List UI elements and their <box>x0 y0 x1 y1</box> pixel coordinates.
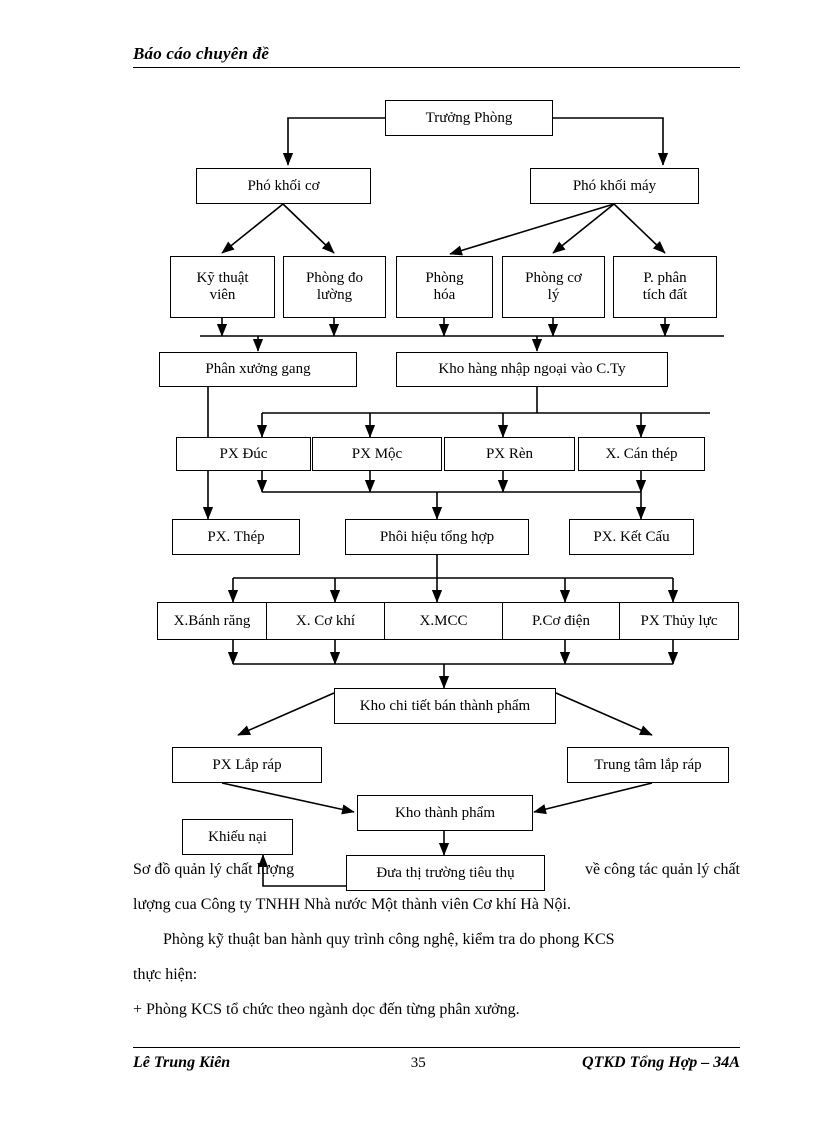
node-x-can-thep[interactable]: X. Cán thép <box>578 437 705 471</box>
header-title: Báo cáo chuyên đề <box>133 44 270 63</box>
node-phong-hoa[interactable]: Phòng hóa <box>396 256 493 318</box>
page-footer: Lê Trung Kiên 35 QTKD Tổng Hợp – 34A <box>133 1047 740 1072</box>
node-phoi-hieu-tong-hop[interactable]: Phôi hiệu tổng hợp <box>345 519 529 555</box>
paragraph-3: + Phòng KCS tổ chức theo ngành dọc đến t… <box>133 1001 520 1018</box>
node-x-co-khi[interactable]: X. Cơ khí <box>266 602 385 640</box>
footer-author: Lê Trung Kiên <box>133 1054 231 1071</box>
node-ky-thuat-vien[interactable]: Kỹ thuật viên <box>170 256 275 318</box>
node-trung-tam-lap-rap[interactable]: Trung tâm lắp ráp <box>567 747 729 783</box>
node-x-mcc[interactable]: X.MCC <box>384 602 503 640</box>
node-phong-do-luong[interactable]: Phòng đo lường <box>283 256 386 318</box>
node-kho-hang-nhap-ngoai[interactable]: Kho hàng nhập ngoại vào C.Ty <box>396 352 668 387</box>
node-kho-chi-tiet-ban-thanh-pham[interactable]: Kho chi tiết bán thành phẩm <box>334 688 556 724</box>
paragraph-1-segment-a: Sơ đồ quản lý chất lượng <box>133 861 295 878</box>
paragraph-2-line-1: Phòng kỹ thuật ban hành quy trình công n… <box>163 931 615 948</box>
page-header: Báo cáo chuyên đề <box>133 44 740 68</box>
node-phong-co-ly[interactable]: Phòng cơ lý <box>502 256 605 318</box>
node-khieu-nai[interactable]: Khiếu nại <box>182 819 293 855</box>
paragraph-1: Sơ đồ quản lý chất lượng về công tác quả… <box>133 852 740 887</box>
node-x-banh-rang[interactable]: X.Bánh răng <box>157 602 267 640</box>
node-px-ren[interactable]: PX Rèn <box>444 437 575 471</box>
node-kho-thanh-pham[interactable]: Kho thành phẩm <box>357 795 533 831</box>
node-p-co-dien[interactable]: P.Cơ điện <box>502 602 620 640</box>
paragraph-1-line-2: lượng cua Công ty TNHH Nhà nước Một thàn… <box>133 896 571 913</box>
footer-course: QTKD Tổng Hợp – 34A <box>582 1054 740 1071</box>
node-px-duc[interactable]: PX Đúc <box>176 437 311 471</box>
paragraph-2-line-2: thực hiện: <box>133 966 198 983</box>
footer-page-number: 35 <box>410 1055 426 1071</box>
node-px-thuy-luc[interactable]: PX Thủy lực <box>619 602 739 640</box>
node-px-lap-rap[interactable]: PX Lắp ráp <box>172 747 322 783</box>
node-px-moc[interactable]: PX Mộc <box>312 437 442 471</box>
node-phan-xuong-gang[interactable]: Phân xưởng gang <box>159 352 357 387</box>
org-flowchart: Trưởng Phòng Phó khối cơ Phó khối máy Kỹ… <box>157 100 739 891</box>
node-pho-khoi-may[interactable]: Phó khối máy <box>530 168 699 204</box>
node-dua-thi-truong-tieu-thu[interactable]: Đưa thị trường tiêu thụ <box>346 855 545 891</box>
node-p-phan-tich-dat[interactable]: P. phân tích đất <box>613 256 717 318</box>
node-pho-khoi-co[interactable]: Phó khối cơ <box>196 168 371 204</box>
node-px-ket-cau[interactable]: PX. Kết Cấu <box>569 519 694 555</box>
paragraph-1-segment-b: về công tác quản lý chất <box>584 861 740 878</box>
node-px-thep[interactable]: PX. Thép <box>172 519 300 555</box>
flowchart-connectors <box>200 117 724 887</box>
node-truong-phong[interactable]: Trưởng Phòng <box>385 100 553 136</box>
